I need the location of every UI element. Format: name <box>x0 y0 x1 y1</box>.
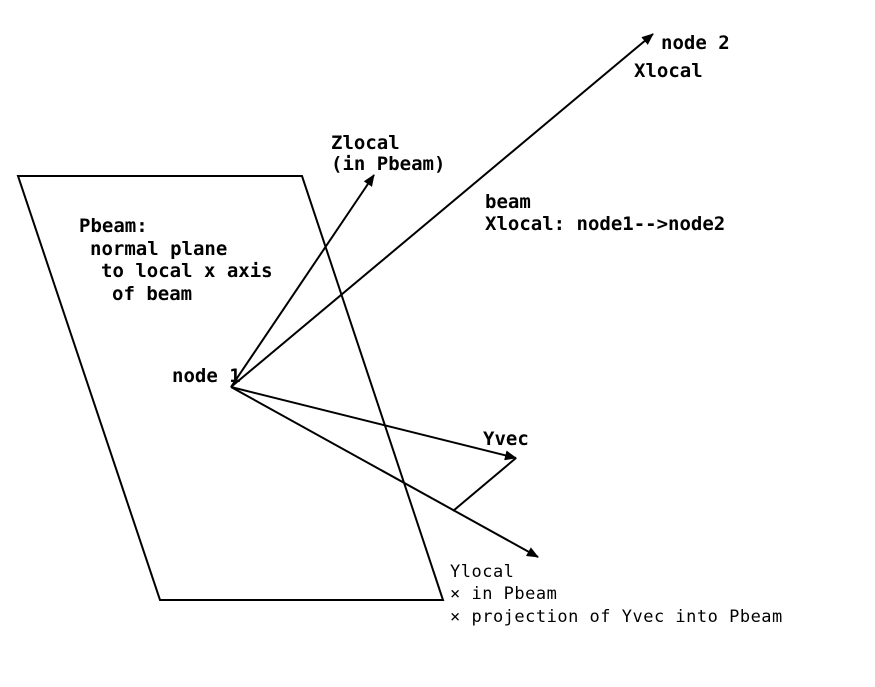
beam-label: beam <box>485 191 531 213</box>
xlocal-tip-label: Xlocal <box>634 60 703 82</box>
pbeam-line2-label: to local x axis <box>101 260 273 282</box>
beam-desc-label: Xlocal: node1-->node2 <box>485 213 725 235</box>
pbeam-title-label: Pbeam: <box>79 215 148 237</box>
node1-label: node 1 <box>172 365 241 387</box>
zlocal-sub-label: (in Pbeam) <box>331 153 445 175</box>
pbeam-line1-label: normal plane <box>90 238 227 260</box>
ylocal-arrow <box>230 386 539 558</box>
pbeam-plane <box>16 175 445 601</box>
node2-label: node 2 <box>661 32 730 54</box>
ylocal-bullet1-label: × in Pbeam <box>450 584 557 604</box>
yvec-label: Yvec <box>483 428 529 450</box>
xlocal-arrow <box>230 33 654 388</box>
ylocal-label: Ylocal <box>450 562 514 582</box>
ylocal-bullet2-label: × projection of Yvec into Pbeam <box>450 607 783 627</box>
projection-line <box>452 457 517 512</box>
zlocal-label: Zlocal <box>331 132 400 154</box>
yvec-arrow <box>230 386 517 461</box>
zlocal-arrow <box>230 174 375 388</box>
pbeam-line3-label: of beam <box>112 283 192 305</box>
